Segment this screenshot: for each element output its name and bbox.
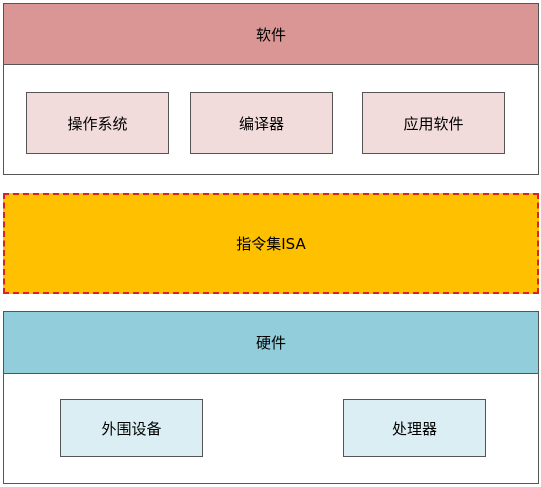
hardware-header: 硬件 — [4, 312, 538, 374]
software-box-application: 应用软件 — [362, 92, 505, 154]
hardware-layer: 硬件 外围设备 处理器 — [3, 311, 539, 484]
hardware-box-peripherals: 外围设备 — [60, 399, 203, 457]
hardware-box-label: 处理器 — [391, 419, 437, 438]
software-layer: 软件 操作系统 编译器 应用软件 — [3, 3, 539, 175]
software-title: 软件 — [255, 25, 286, 44]
software-box-operating-system: 操作系统 — [26, 92, 169, 154]
software-header: 软件 — [4, 4, 538, 65]
hardware-box-processor: 处理器 — [343, 399, 486, 457]
software-box-label: 操作系统 — [67, 114, 128, 133]
isa-label: 指令集ISA — [236, 235, 306, 253]
hardware-title: 硬件 — [255, 334, 286, 352]
hardware-box-label: 外围设备 — [101, 419, 162, 438]
isa-layer: 指令集ISA — [3, 193, 539, 294]
software-box-label: 应用软件 — [403, 114, 464, 133]
software-box-compiler: 编译器 — [190, 92, 333, 154]
software-box-label: 编译器 — [238, 114, 284, 133]
